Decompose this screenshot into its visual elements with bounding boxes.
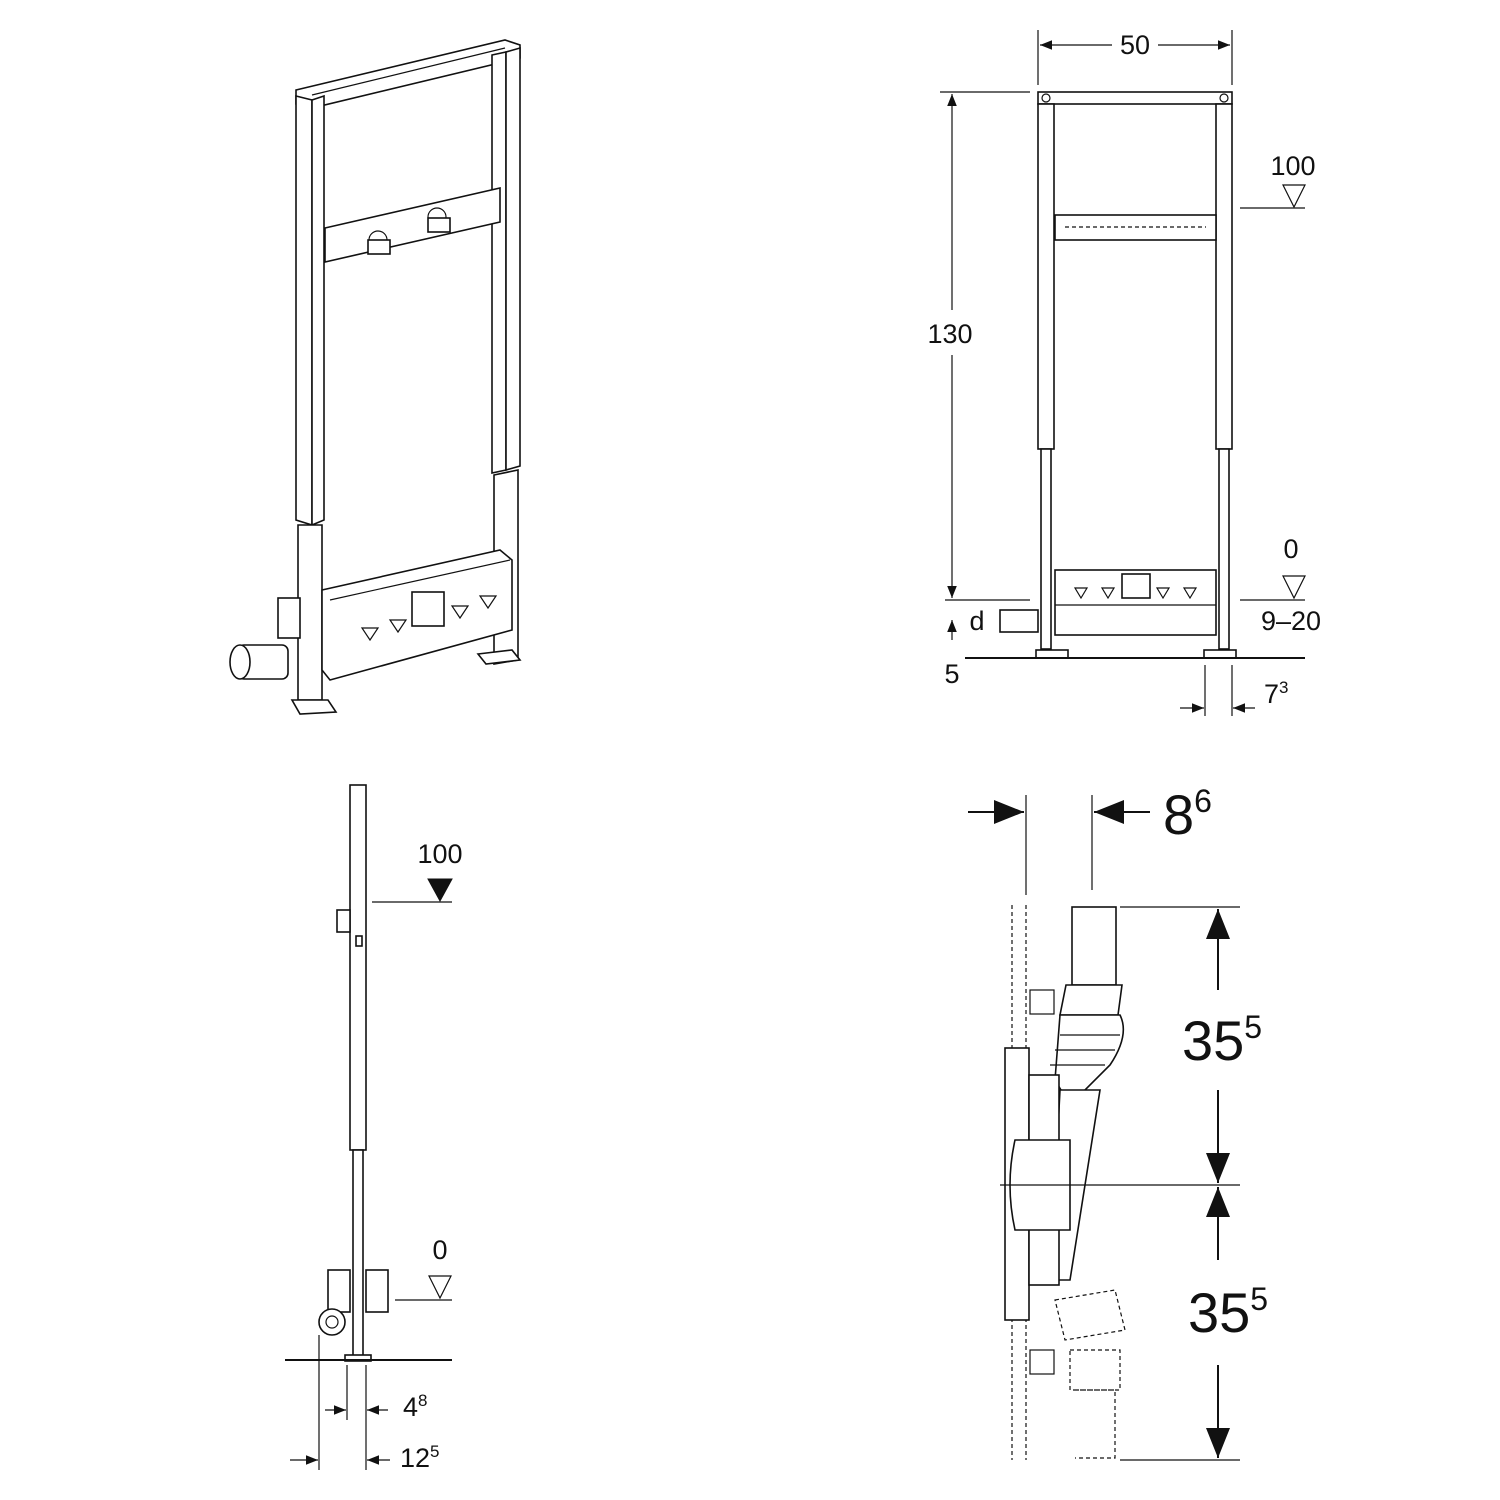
- bottom-offset-label: 5: [944, 659, 959, 689]
- depth-a-label: 48: [403, 1391, 428, 1422]
- depth-b-label: 125: [400, 1442, 440, 1473]
- drain-detail-view: 86 355 355: [968, 783, 1268, 1461]
- side-view: 100 0 48 125: [285, 784, 463, 1473]
- level-marker-icon: [428, 1275, 452, 1300]
- width-label: 50: [1120, 30, 1150, 60]
- level-upper-label: 100: [417, 839, 462, 869]
- adjust-range-label: 9–20: [1261, 606, 1321, 636]
- level-zero-label: 0: [432, 1235, 447, 1265]
- foot-width-label: 73: [1264, 678, 1289, 709]
- level-marker-icon: [1282, 575, 1306, 600]
- level-marker-icon: [427, 878, 453, 903]
- lower-distance-label: 355: [1188, 1281, 1268, 1344]
- perspective-view: [229, 39, 522, 715]
- height-label: 130: [927, 319, 972, 349]
- offset-label: 86: [1163, 783, 1212, 846]
- front-view: 50 130 100 0 9–20 d 5 73: [927, 30, 1321, 716]
- pipe-label: d: [969, 606, 984, 636]
- level-marker-icon: [1282, 184, 1306, 209]
- level-zero-label: 0: [1283, 534, 1298, 564]
- upper-distance-label: 355: [1182, 1009, 1262, 1072]
- level-upper-label: 100: [1270, 151, 1315, 181]
